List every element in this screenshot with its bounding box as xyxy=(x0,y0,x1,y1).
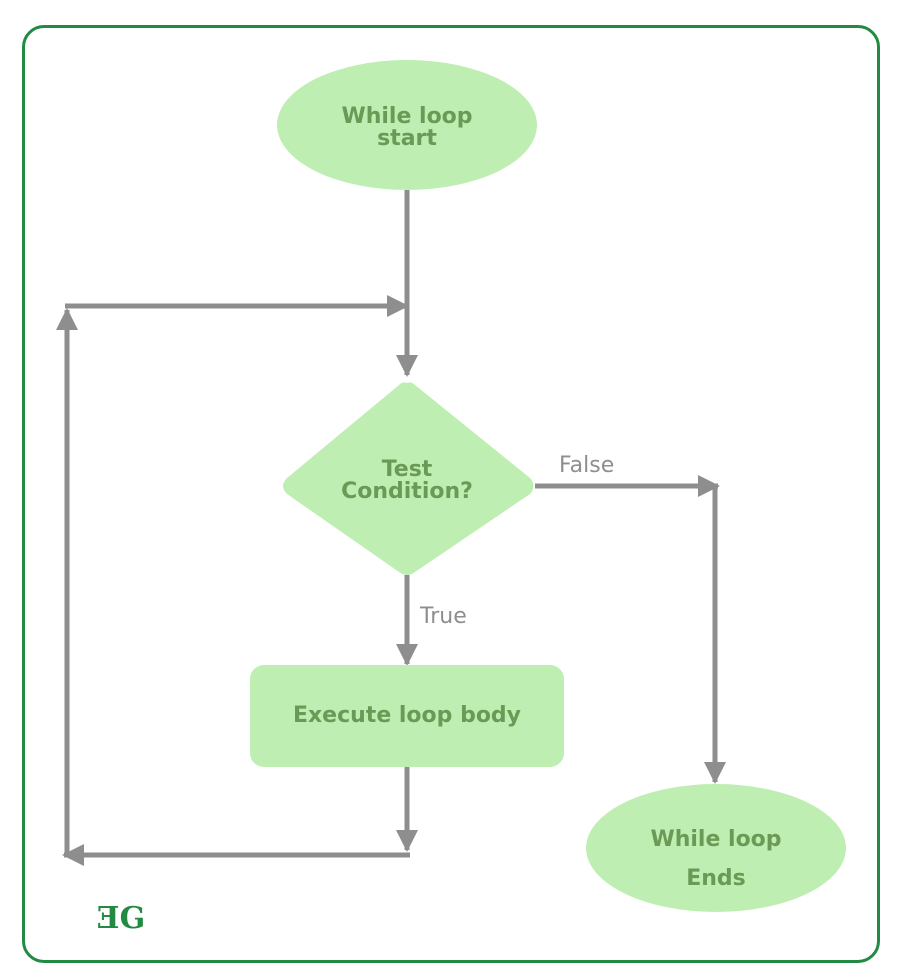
loop-body-node-label: Execute loop body xyxy=(293,703,521,728)
loop-body-node: Execute loop body xyxy=(250,665,564,767)
end-node: While loop Ends xyxy=(586,784,846,912)
condition-node-label-line2: Condition? xyxy=(341,479,473,504)
end-node-label-line1: While loop xyxy=(650,827,781,852)
start-node: While loop start xyxy=(277,60,537,190)
true-edge-label: True xyxy=(419,604,467,629)
end-node-label-line2: Ends xyxy=(686,866,746,891)
start-node-label-line1: While loop xyxy=(341,104,472,129)
condition-node: Test Condition? xyxy=(283,382,534,575)
geeksforgeeks-logo: ƎG xyxy=(97,901,146,936)
false-edge-label: False xyxy=(559,453,614,478)
start-node-label-line2: start xyxy=(377,126,437,151)
condition-node-label-line1: Test xyxy=(382,457,433,482)
